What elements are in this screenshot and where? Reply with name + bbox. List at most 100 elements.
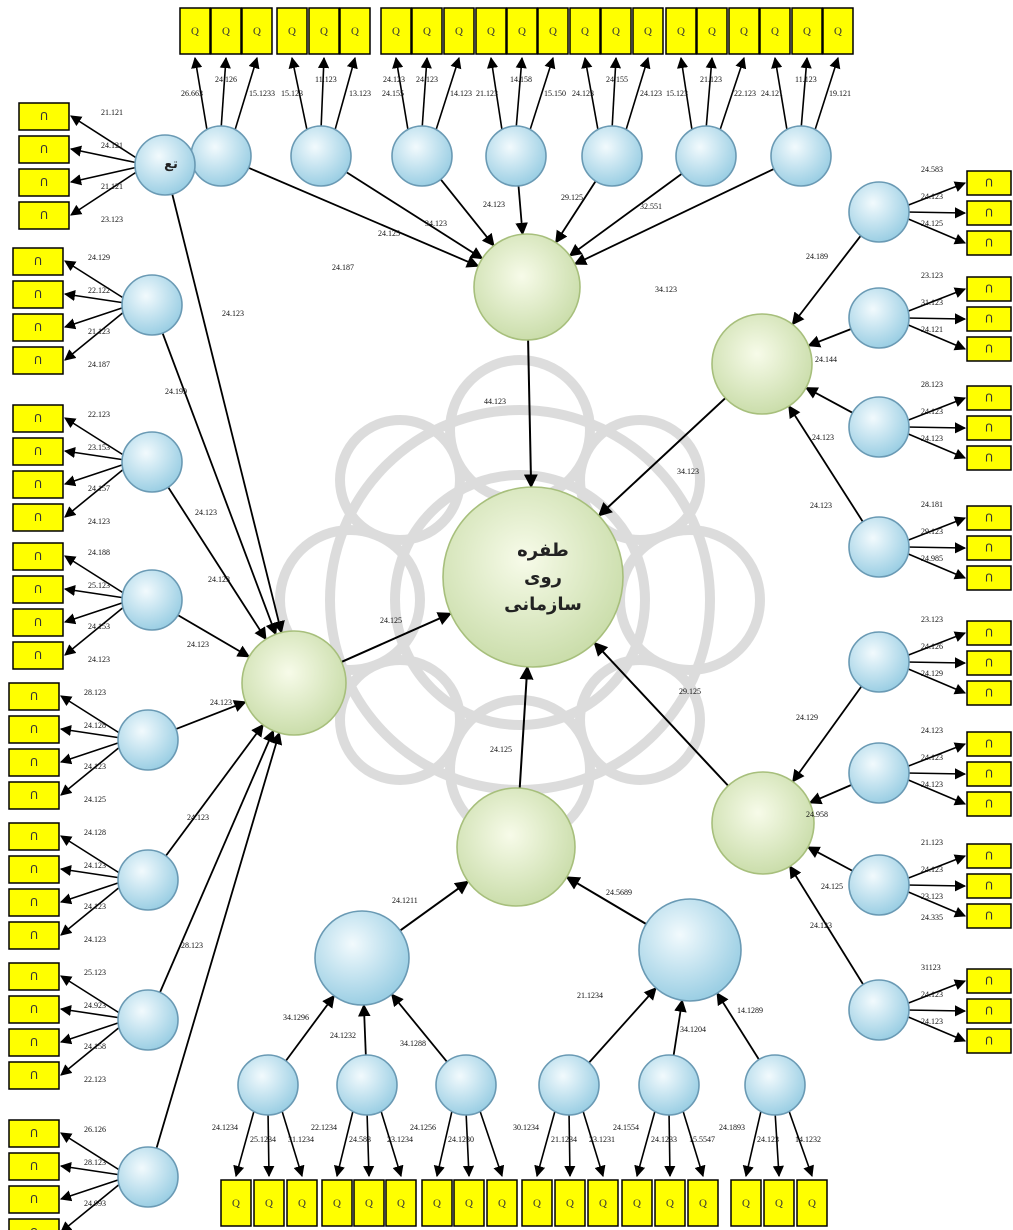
bottom-box-2-0 [421, 1179, 453, 1227]
coef-bottom-item-1-1: 24.583 [349, 1135, 371, 1144]
coef-left-item-5-3: 24.123 [84, 935, 106, 944]
edge-top-node-0 [248, 166, 480, 268]
right-box-7-2-label: ᑎ [985, 1036, 993, 1048]
edge-right-node-3 [788, 405, 864, 523]
coef-left-edge-0: 24.123 [222, 309, 244, 318]
left-box-6-3-label: ᑎ [30, 1070, 38, 1082]
top-box-4-0-label: Q [581, 26, 589, 38]
coef-left-item-2-1: 23.153 [88, 443, 110, 452]
left-box-2-0 [12, 404, 64, 433]
right-indicator-node-7 [848, 979, 910, 1041]
edge-left-ind-1-2 [63, 306, 126, 330]
bottom-box-1-2 [385, 1179, 417, 1227]
top-box-0-0 [179, 7, 211, 55]
coef-bottom-item-3-2: 23.1231 [589, 1135, 615, 1144]
edge-right-node-1 [807, 328, 852, 348]
edge-top-node-5 [568, 172, 683, 257]
top-box-4-1-label: Q [612, 26, 620, 38]
left-box-4-1-label: ᑎ [30, 724, 38, 736]
coef-bottom-item-5-0: 24.1893 [719, 1123, 745, 1132]
coef-left-item-3-2: 24.153 [88, 622, 110, 631]
edge-right-ind-1-0 [905, 287, 967, 313]
bottom-box-0-2 [286, 1179, 318, 1227]
right-box-3-2-label: ᑎ [985, 573, 993, 585]
coef-top-edge-6: 34.123 [655, 285, 677, 294]
coef-left-item-0-1: 24.121 [101, 141, 123, 150]
bottom-box-1-1-label: Q [365, 1198, 373, 1210]
bottom-box-3-2-label: Q [599, 1198, 607, 1210]
coef-left-edge-1: 24.199 [165, 387, 187, 396]
factor-node-bl [314, 910, 410, 1006]
right-box-5-0 [966, 731, 1012, 757]
edge-top-node-2 [440, 178, 495, 247]
coef-right-item-1-1: 31.123 [921, 298, 943, 307]
edge-bottom-node-0 [285, 994, 335, 1062]
left-box-5-3 [8, 921, 60, 950]
right-indicator-node-3 [848, 516, 910, 578]
coef-top-item-1-0: 15.123 [281, 89, 303, 98]
left-indicator-node-6 [117, 989, 179, 1051]
bottom-box-5-1 [763, 1179, 795, 1227]
left-box-7-1-label: ᑎ [30, 1161, 38, 1173]
right-box-2-0 [966, 385, 1012, 411]
bottom-box-1-2-label: Q [397, 1198, 405, 1210]
right-box-4-0 [966, 620, 1012, 646]
coef-top-edge-1: 24.125 [378, 229, 400, 238]
edge-left-ind-5-0 [60, 835, 122, 875]
edge-right-ind-3-0 [905, 516, 967, 542]
top-box-5-0 [665, 7, 697, 55]
coef-top-item-5-0: 15.123 [666, 89, 688, 98]
coef-right-item-6-1: 24.123 [921, 865, 943, 874]
edge-bottom-node-5 [716, 992, 760, 1061]
edge-bottom-ind-1-0 [333, 1110, 354, 1178]
edge-top-ind-6-1 [800, 56, 812, 131]
edge-top-ind-0-0 [191, 56, 208, 131]
edge-top-node-1 [345, 171, 484, 260]
edge-right-ind-7-2 [905, 1015, 967, 1043]
factor-node-bottom [456, 787, 576, 907]
top-box-1-2-label: Q [351, 26, 359, 38]
coef-bottom-item-0-0: 24.1234 [212, 1123, 238, 1132]
right-box-1-2-label: ᑎ [985, 344, 993, 356]
coef-top-item-6-2: 19.121 [829, 89, 851, 98]
coef-right-edge-2: 24.123 [812, 433, 834, 442]
right-box-0-0 [966, 170, 1012, 196]
edge-rightL-to-center [593, 641, 729, 787]
coef-left-item-2-3: 24.123 [88, 517, 110, 526]
coef-top-item-0-1: 24.126 [215, 75, 237, 84]
top-box-5-1 [696, 7, 728, 55]
coef-bottom-edge-4: 34.1204 [680, 1025, 706, 1034]
bottom-box-4-2-label: Q [699, 1198, 707, 1210]
bottom-box-1-0-label: Q [333, 1198, 341, 1210]
coef-left-item-6-0: 25.123 [84, 968, 106, 977]
right-box-5-2 [966, 791, 1012, 817]
right-box-3-0 [966, 505, 1012, 531]
right-indicator-node-5 [848, 742, 910, 804]
coef-left-edge-3: 24.123 [208, 575, 230, 584]
top-indicator-node-1 [290, 125, 352, 187]
coef-right-item-5-2: 24.123 [921, 780, 943, 789]
edge-top-ind-3-2 [529, 56, 556, 131]
central-construct-label-0: طفره [517, 540, 569, 561]
right-box-1-0 [966, 276, 1012, 302]
coef-left-item-5-2: 24.123 [84, 902, 106, 911]
right-box-1-2 [966, 336, 1012, 362]
edge-bottom-ind-4-2 [682, 1110, 706, 1178]
left-box-1-1-label: ᑎ [34, 289, 42, 301]
top-box-3-1-label: Q [518, 26, 526, 38]
right-box-3-1 [966, 535, 1012, 561]
edge-right-ind-4-1 [905, 657, 967, 669]
coef-top-item-6-0: 24.121 [761, 89, 783, 98]
edge-right-ind-4-2 [905, 667, 967, 695]
edge-right-ind-0-1 [905, 207, 967, 219]
bottom-indicator-node-4 [638, 1054, 700, 1116]
coef-top-item-5-2: 22.123 [734, 89, 756, 98]
right-box-5-0-label: ᑎ [985, 739, 993, 751]
right-indicator-node-1 [848, 287, 910, 349]
coef-left-item-1-2: 21.123 [88, 327, 110, 336]
bottom-box-2-2-label: Q [498, 1198, 506, 1210]
edge-left-ind-3-3 [64, 605, 126, 656]
edge-bottom-ind-1-1 [363, 1110, 375, 1178]
left-box-2-1 [12, 437, 64, 466]
